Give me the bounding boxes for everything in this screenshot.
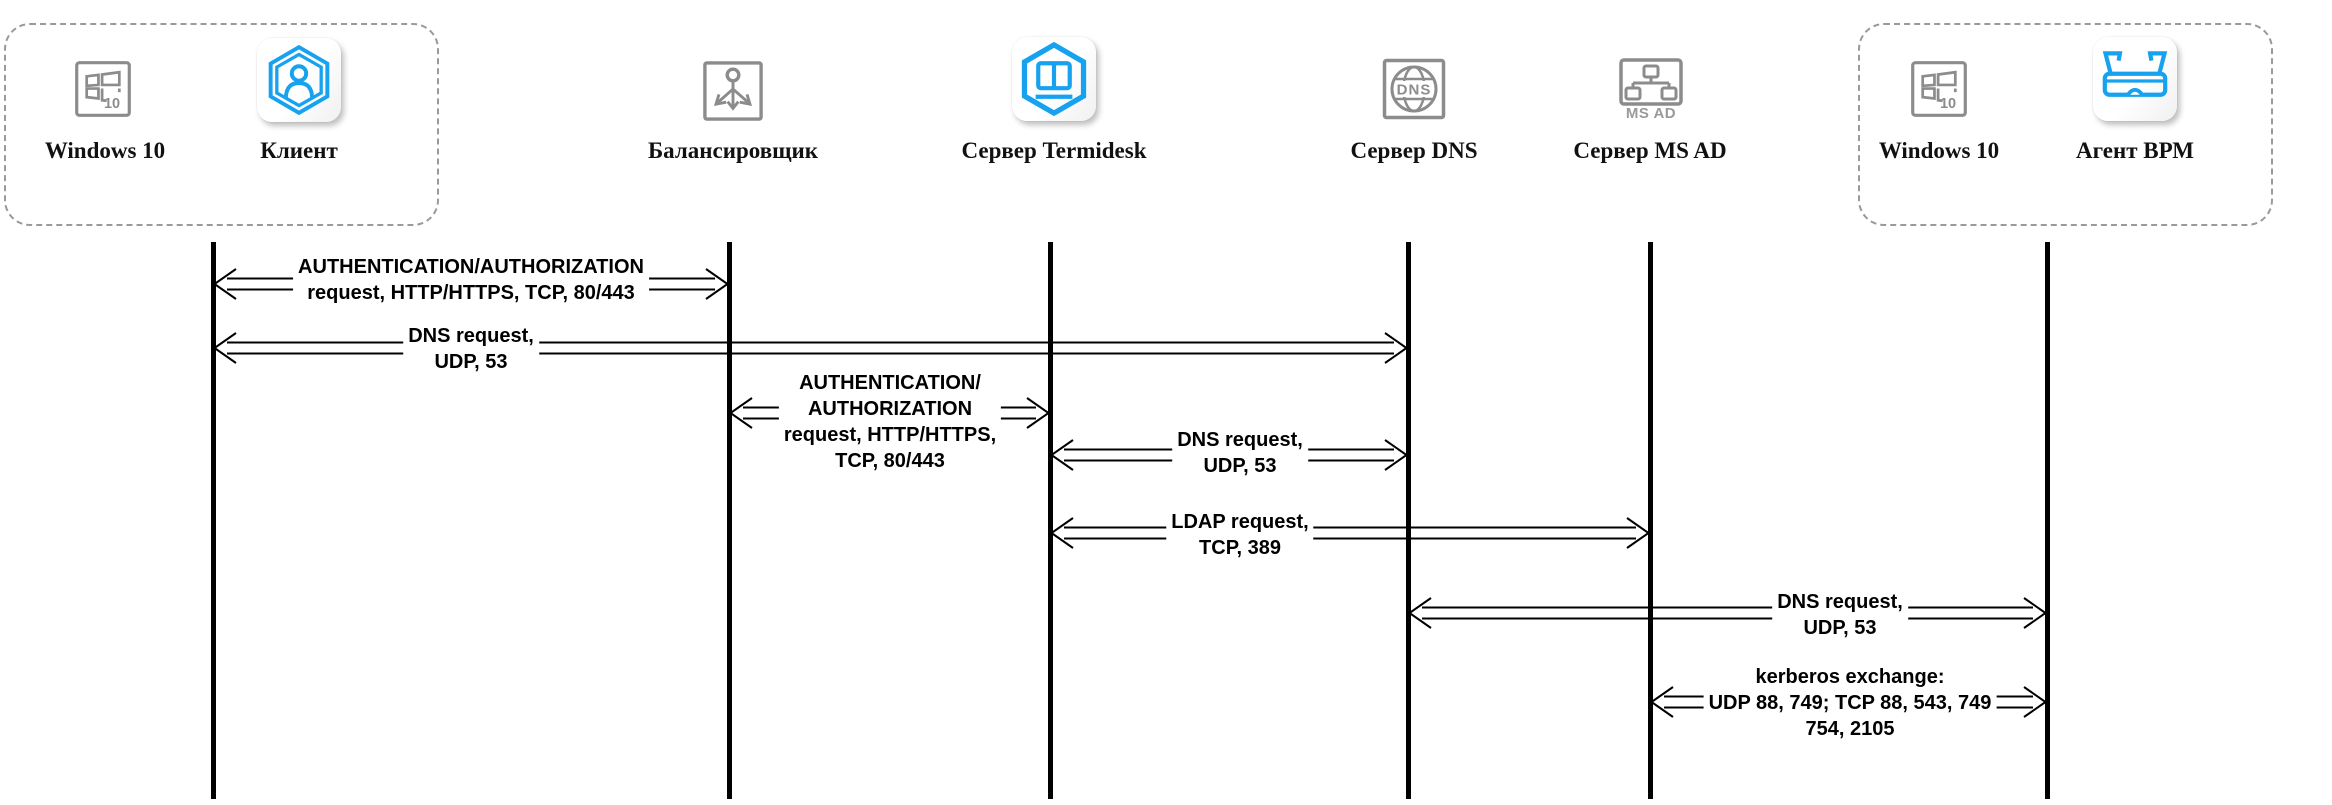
load-balancer-icon xyxy=(702,60,764,122)
participant-label-dns: Сервер DNS xyxy=(1350,138,1478,163)
participant-label-windows10-left: Windows 10 xyxy=(44,138,166,163)
lifeline-balancer xyxy=(726,242,732,799)
message-label: DNS request, UDP, 53 xyxy=(403,323,539,375)
message-arrow xyxy=(1407,597,2048,629)
dns-globe-icon xyxy=(1382,58,1446,120)
message-label: DNS request, UDP, 53 xyxy=(1772,589,1908,641)
termidesk-hexagon-icon xyxy=(1012,37,1096,121)
participant-label-client: Клиент xyxy=(260,138,338,163)
lifeline-termidesk xyxy=(1047,242,1053,799)
participant-label-msad: Сервер MS AD xyxy=(1573,138,1727,163)
participant-label-termidesk: Сервер Termidesk xyxy=(961,138,1147,163)
client-hexagon-user-icon xyxy=(257,38,341,122)
message-label: LDAP request, TCP, 389 xyxy=(1166,509,1314,561)
participant-label-balancer: Балансировщик xyxy=(647,138,819,163)
message-label: AUTHENTICATION/ AUTHORIZATION request, H… xyxy=(778,370,1002,474)
lifeline-msad xyxy=(1647,242,1653,799)
participant-label-windows10-right: Windows 10 xyxy=(1878,138,2000,163)
windows-10-icon xyxy=(1910,60,1968,118)
message-label: AUTHENTICATION/AUTHORIZATION request, HT… xyxy=(293,254,649,306)
agent-machine-group-box xyxy=(1858,23,2273,226)
client-machine-group-box xyxy=(4,23,439,226)
ms-ad-tree-icon xyxy=(1615,58,1687,122)
lifeline-agent-machine xyxy=(2044,242,2050,799)
vdi-agent-glasses-icon xyxy=(2093,37,2177,121)
message-label: DNS request, UDP, 53 xyxy=(1172,427,1308,479)
message-label: kerberos exchange: UDP 88, 749; TCP 88, … xyxy=(1703,664,1997,742)
message-arrow xyxy=(1049,517,1651,549)
windows-10-icon xyxy=(74,60,132,118)
lifeline-dns xyxy=(1405,242,1411,799)
lifeline-client-machine xyxy=(210,242,216,799)
message-arrow xyxy=(212,332,1409,364)
participant-label-agent: Агент ВРМ xyxy=(2076,138,2194,163)
